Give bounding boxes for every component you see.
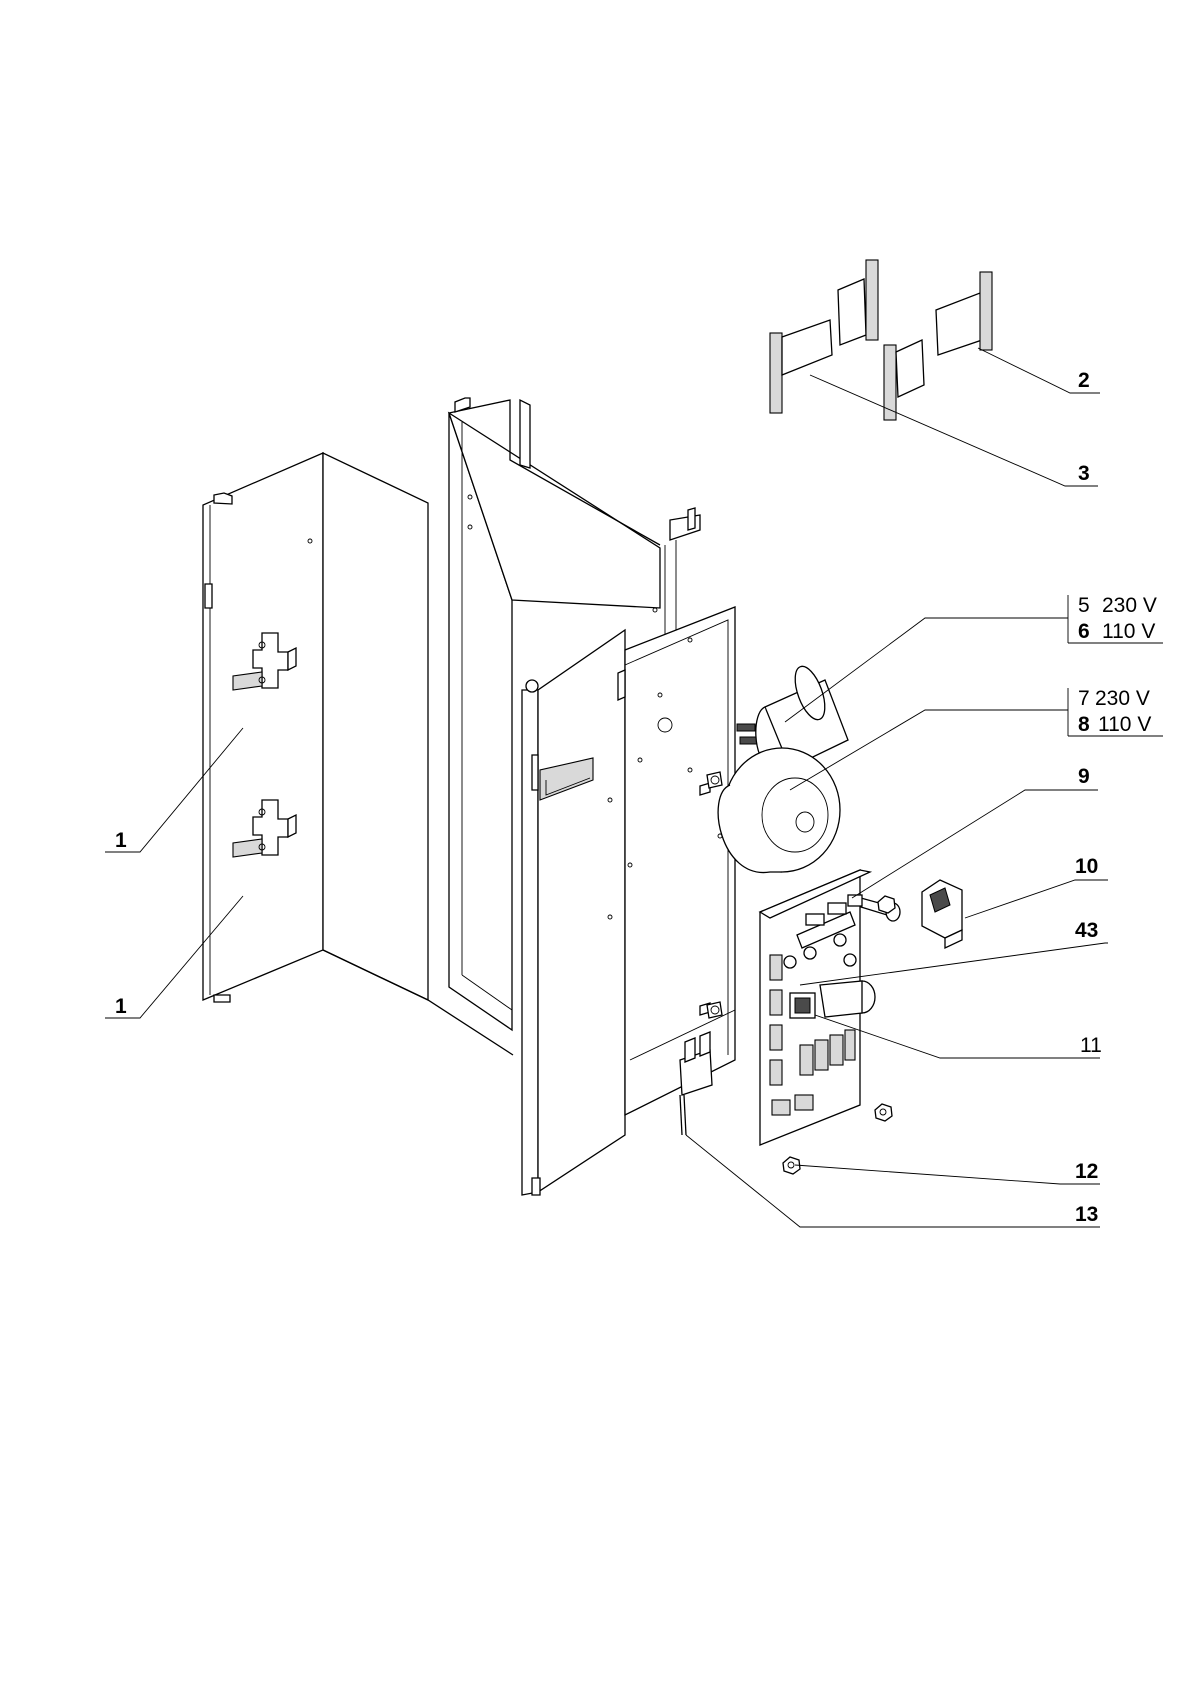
nut-12 — [782, 1156, 801, 1175]
mounting-plate — [617, 606, 736, 1117]
hinge-upper — [232, 632, 297, 691]
callout-6: 6 — [1078, 620, 1090, 643]
callout-8-voltage: 110 V — [1098, 713, 1151, 736]
callout-11: 11 — [1080, 1034, 1102, 1057]
leader-lines — [105, 347, 1163, 1228]
callout-3: 3 — [1078, 462, 1090, 485]
nut-board — [874, 1103, 893, 1122]
hinge-lower — [232, 799, 297, 858]
callout-1-lower: 1 — [115, 995, 127, 1018]
callout-9: 9 — [1078, 765, 1090, 788]
callout-6-voltage: 110 V — [1102, 620, 1155, 643]
callout-7-voltage: 230 V — [1095, 687, 1150, 710]
callout-43: 43 — [1075, 919, 1098, 942]
circuit-board — [758, 869, 876, 1146]
callout-8: 8 — [1078, 713, 1090, 736]
callout-12: 12 — [1075, 1160, 1098, 1183]
flat-cable-right — [883, 271, 993, 421]
connector — [921, 879, 963, 950]
transformer-disc — [717, 747, 841, 873]
callout-5-voltage: 230 V — [1102, 594, 1157, 617]
door-panel-left — [202, 451, 514, 1056]
callout-2: 2 — [1078, 369, 1090, 392]
callout-13: 13 — [1075, 1203, 1098, 1226]
callout-10: 10 — [1075, 855, 1098, 878]
callout-1-upper: 1 — [115, 829, 127, 852]
standoff-lower — [706, 1001, 723, 1019]
side-panel-right — [447, 397, 701, 1032]
nut-upper — [877, 895, 896, 914]
callout-5: 5 — [1078, 594, 1090, 617]
front-panel — [521, 628, 626, 1196]
callout-7: 7 — [1078, 687, 1090, 710]
microswitch — [679, 1031, 713, 1136]
flat-cable-left — [769, 259, 879, 414]
standoff-upper — [706, 771, 723, 789]
